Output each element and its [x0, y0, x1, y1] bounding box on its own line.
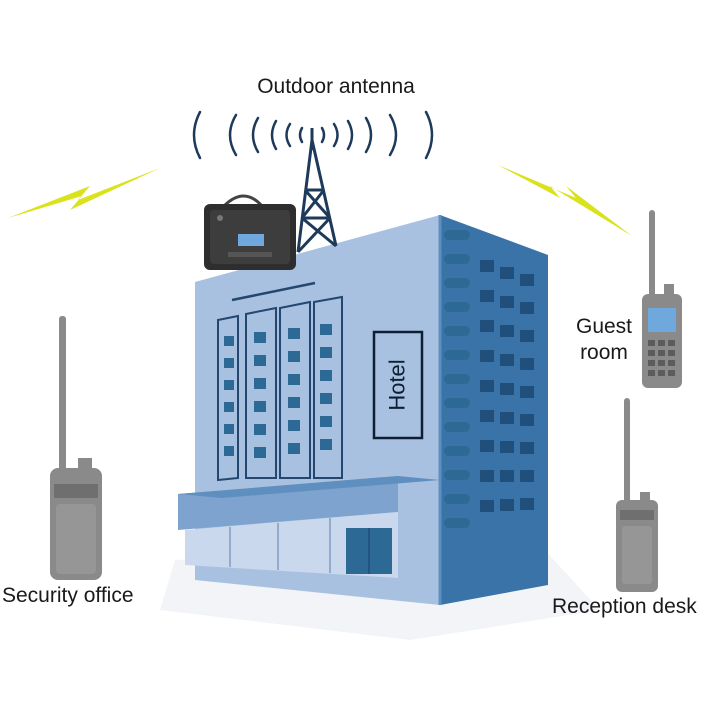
front-windows	[224, 324, 332, 458]
lobby-pillars	[229, 518, 331, 573]
radio-wave-icon	[192, 110, 434, 160]
handheld-radio-icon-security	[50, 316, 102, 580]
canopy-top	[178, 476, 440, 498]
reception-desk-label: Reception desk	[552, 595, 697, 618]
lobby-base	[185, 512, 398, 578]
facade-columns	[217, 295, 343, 482]
hotel-sign-frame	[372, 330, 424, 440]
outdoor-antenna-label: Outdoor antenna	[257, 75, 415, 98]
security-office-label: Security office	[2, 584, 134, 607]
hotel-sign: Hotel	[372, 332, 424, 438]
roof-line	[231, 281, 316, 302]
guest-room-label-line2: room	[580, 341, 628, 364]
hotel-sign-text: Hotel	[384, 359, 410, 411]
guest-room-label: Guest room	[568, 314, 640, 366]
guest-room-label-line1: Guest	[575, 315, 633, 338]
handheld-radio-icon-guest	[642, 210, 682, 388]
side-windows	[480, 260, 534, 512]
antenna-tower-icon	[296, 128, 338, 254]
lightning-bolt-icon-right	[498, 165, 632, 236]
lightning-bolt-icon-left	[8, 168, 160, 218]
repeater-icon	[204, 194, 296, 270]
handheld-radio-icon-reception	[616, 398, 658, 592]
side-ledges	[444, 230, 470, 528]
